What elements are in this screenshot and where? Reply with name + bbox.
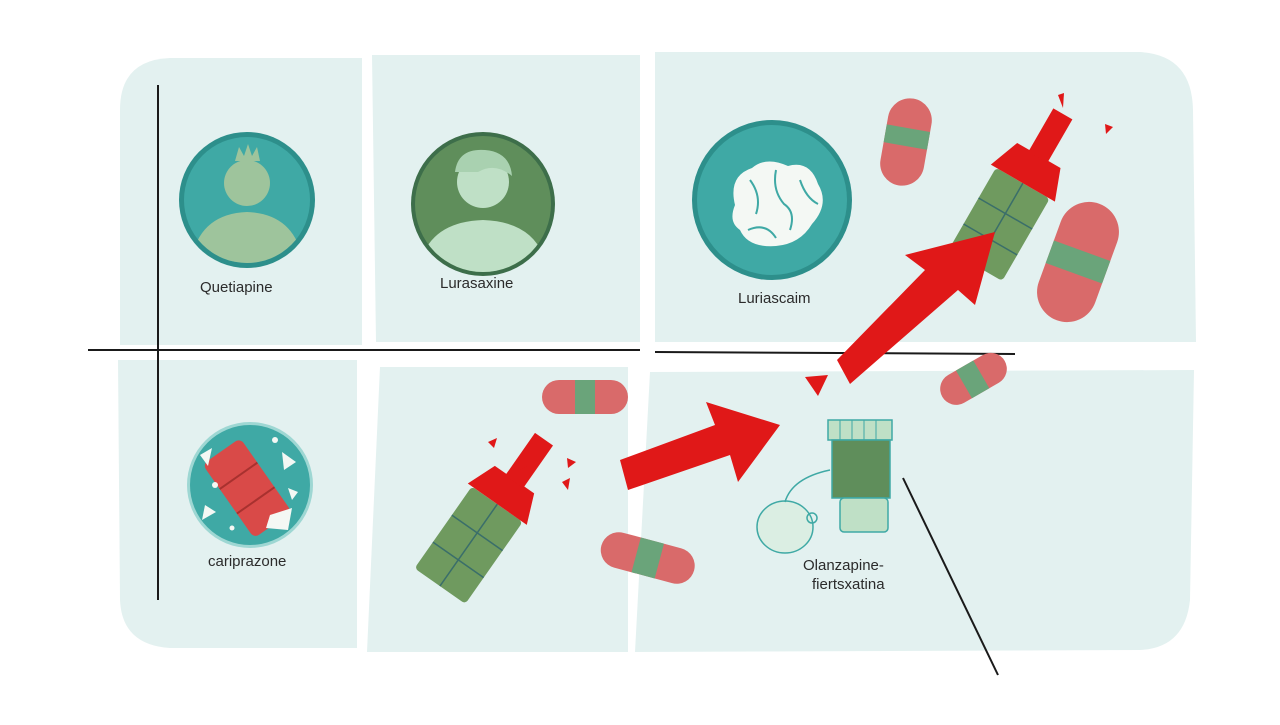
capsule-icon bbox=[1037, 201, 1119, 323]
brain-icon bbox=[692, 120, 852, 280]
lurasidone-portrait-icon bbox=[411, 132, 555, 276]
third-drug-label: Luriascaim bbox=[738, 290, 811, 307]
axis-lines bbox=[88, 85, 1016, 676]
lurasidone-label: Lurasaxine bbox=[440, 275, 514, 292]
cariprazine-label: cariprazone bbox=[208, 553, 287, 570]
quetiapine-portrait-icon bbox=[179, 132, 315, 268]
capsule-icon bbox=[542, 380, 628, 414]
inhaler-icon bbox=[416, 432, 554, 603]
red-spark-fragments bbox=[488, 93, 1113, 490]
shattered-pill-icon bbox=[187, 422, 313, 548]
olanzapine-label-line1: Olanzapine- bbox=[803, 557, 884, 574]
quetiapine-label: Quetiapine bbox=[200, 279, 273, 296]
rising-arrow-icon bbox=[620, 232, 995, 490]
bottle-icon bbox=[756, 419, 893, 554]
capsule-icon bbox=[940, 352, 1007, 405]
olanzapine-label-line2: fiertsxatina bbox=[812, 576, 885, 593]
capsule-icon bbox=[600, 532, 695, 584]
capsule-icon bbox=[880, 98, 932, 186]
